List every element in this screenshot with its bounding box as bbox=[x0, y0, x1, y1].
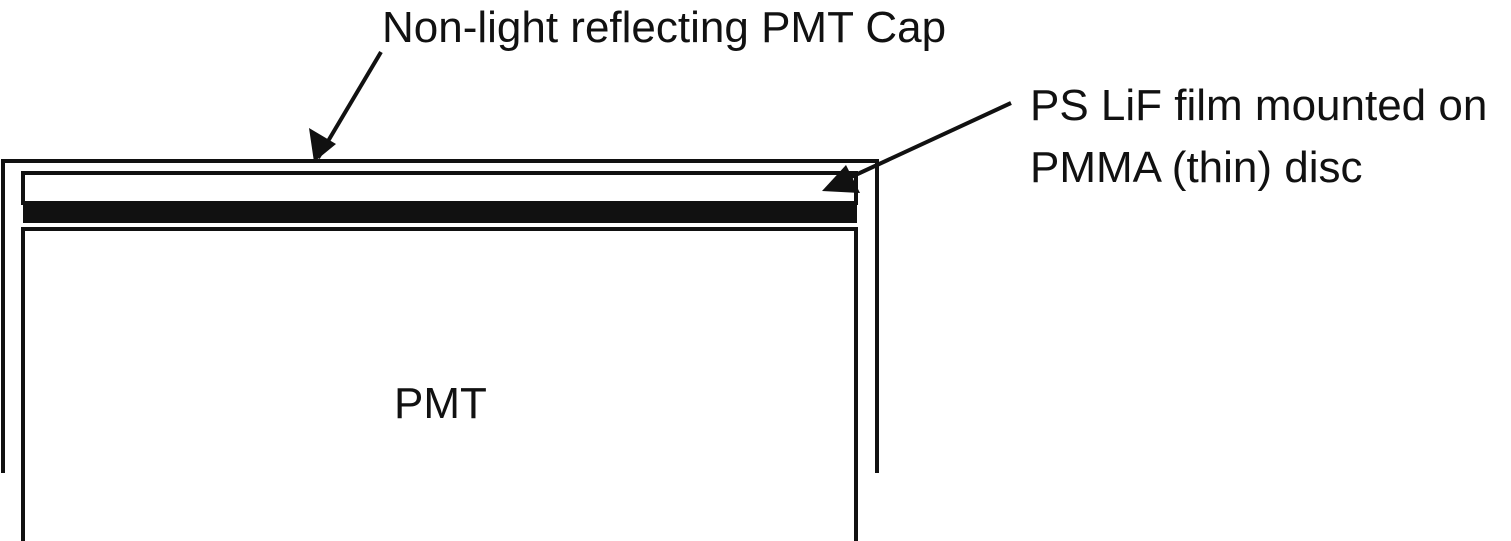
film-arrow bbox=[835, 101, 1012, 186]
pmt-cap-outline bbox=[1, 159, 879, 473]
film-label-line-1: PS LiF film mounted on bbox=[1030, 81, 1488, 130]
pmma-disc bbox=[21, 171, 858, 205]
cap-arrowhead bbox=[309, 128, 336, 162]
film-label-line-2: PMMA (thin) disc bbox=[1030, 143, 1363, 192]
cap-label: Non-light reflecting PMT Cap bbox=[382, 3, 947, 52]
film-arrowhead bbox=[822, 165, 860, 193]
pmt-label: PMT bbox=[394, 379, 487, 428]
lif-film bbox=[23, 203, 857, 223]
pmt-body-outline bbox=[21, 227, 858, 541]
